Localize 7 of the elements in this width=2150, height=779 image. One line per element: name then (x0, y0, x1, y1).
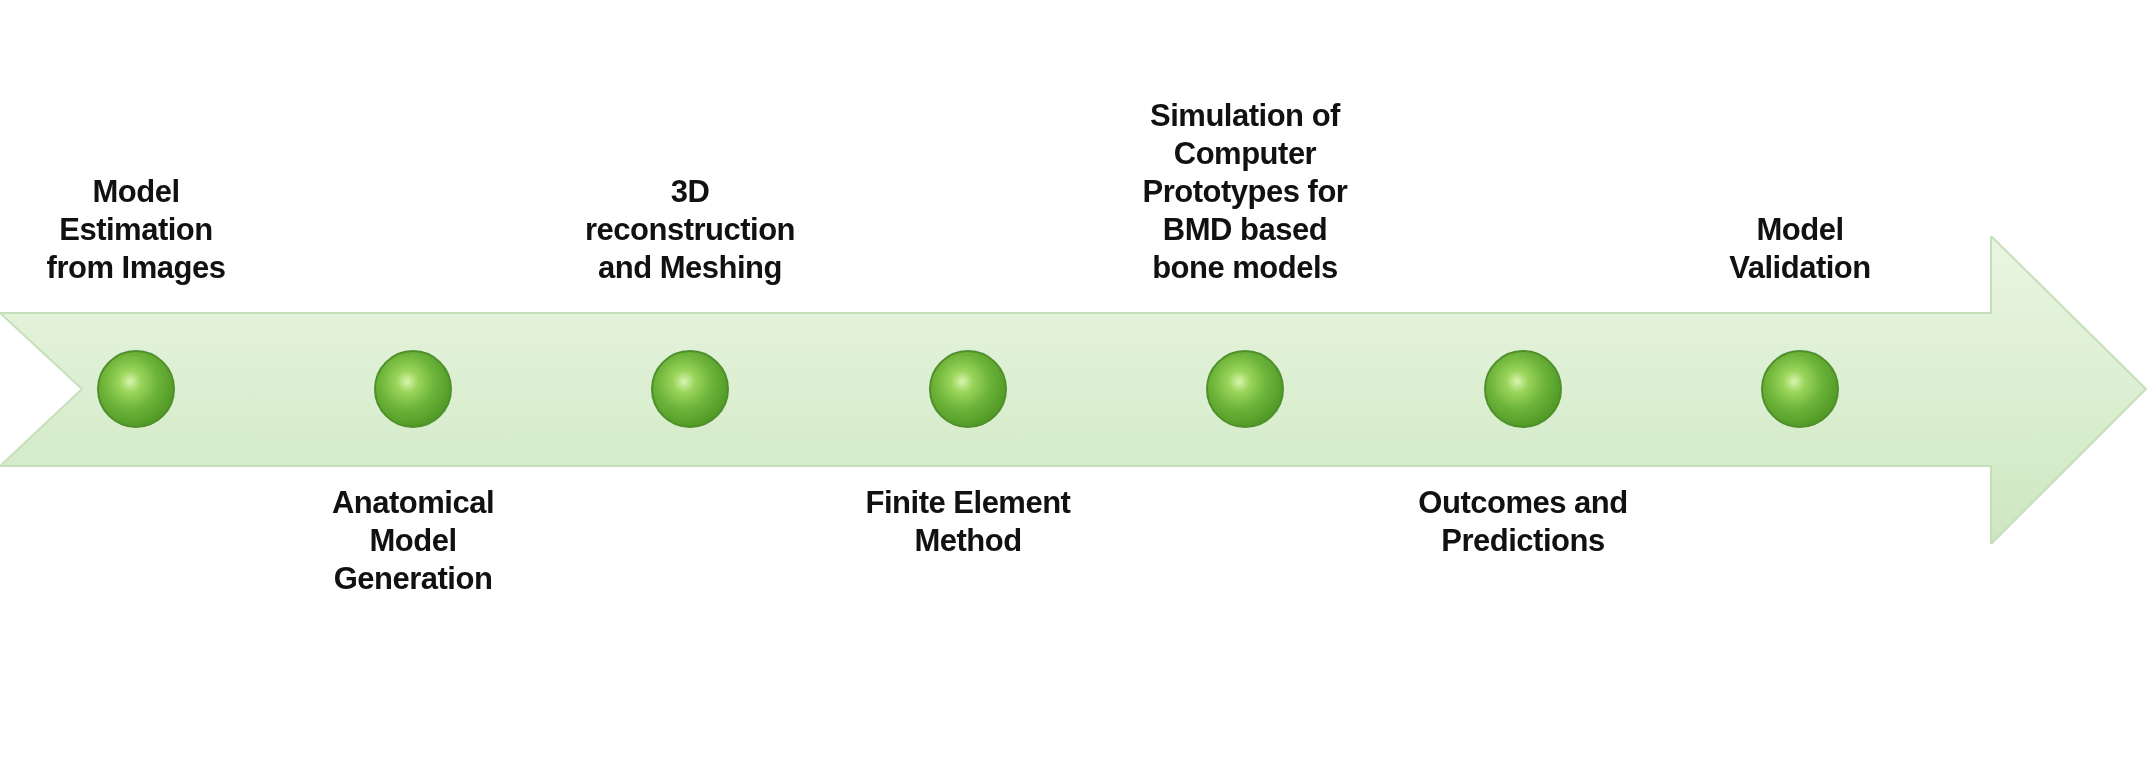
step-label: Model Estimation from Images (45, 173, 227, 287)
step-label: Model Validation (1728, 211, 1872, 287)
step-label: Anatomical Model Generation (330, 484, 496, 598)
step-label: Simulation of Computer Prototypes for BMD based bone models (1141, 97, 1349, 287)
step-label: Outcomes and Predictions (1417, 484, 1629, 560)
step-label: Finite Element Method (864, 484, 1072, 560)
step-label: 3D reconstruction and Meshing (584, 173, 796, 287)
